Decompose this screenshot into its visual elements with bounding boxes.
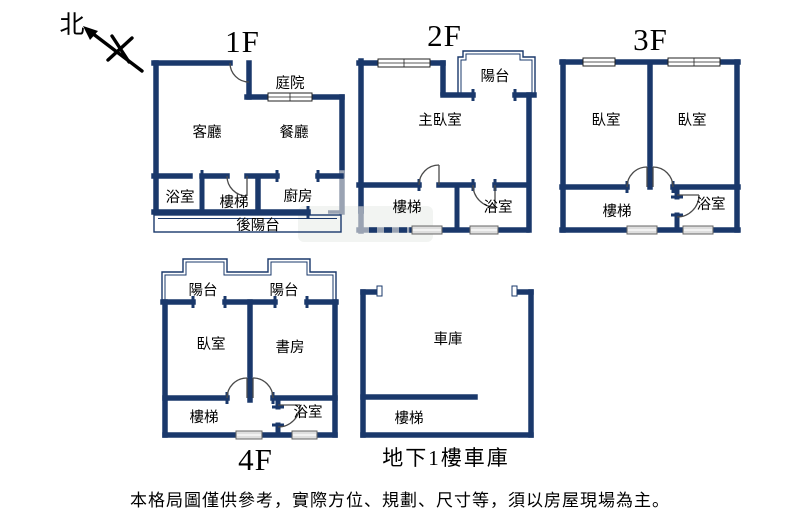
door-arc-bathroom-3f — [676, 194, 700, 218]
door-arc-stairs-1f — [226, 175, 248, 197]
window-icon-3f-bottom-right — [682, 225, 714, 235]
floor-plan-4f: 陽台 陽台 臥室 書房 樓梯 浴室 — [160, 258, 339, 440]
room-label-stairs-1f: 樓梯 — [220, 194, 249, 211]
door-arc-master-2f — [418, 164, 440, 186]
north-label: 北 — [59, 12, 84, 39]
gate-post-right — [511, 285, 518, 297]
room-label-balcony-left-4f: 陽台 — [189, 282, 218, 299]
room-label-stairs-b1: 樓梯 — [395, 410, 424, 427]
room-label-master-bedroom: 主臥室 — [418, 112, 462, 129]
rear-balcony-outline-1f — [153, 214, 342, 233]
window-icon-1f — [267, 92, 313, 102]
floor-title-2f: 2F — [427, 18, 462, 53]
walls-1f — [151, 60, 345, 218]
room-label-bedroom-4f: 臥室 — [197, 336, 226, 353]
floor-plan-3f: 臥室 臥室 樓梯 浴室 — [559, 57, 741, 235]
disclaimer-text: 本格局圖僅供參考，實際方位、規劃、尺寸等，須以房屋現場為主。 — [130, 491, 670, 510]
floor-title-1f: 1F — [225, 24, 260, 59]
watermark — [298, 206, 433, 242]
door-arc-bathroom-2f — [472, 184, 496, 208]
floor-title-b1: 地下1樓車庫 — [382, 446, 510, 470]
floor-plan-2f: 陽台 主臥室 樓梯 浴室 — [356, 50, 537, 235]
room-label-bathroom-4f: 浴室 — [294, 404, 323, 421]
door-arc-bedroom-4f — [226, 377, 248, 399]
window-icon-3f-top-left — [582, 57, 616, 67]
floor-plan-b1: 車庫 樓梯 — [360, 285, 534, 438]
window-icon-3f-bottom-left — [626, 225, 658, 235]
gate-post-left — [376, 285, 383, 297]
window-icon-2f-top — [377, 58, 431, 68]
room-label-garage: 車庫 — [434, 331, 463, 348]
floor-title-3f: 3F — [633, 22, 668, 57]
room-label-kitchen: 廚房 — [284, 187, 313, 205]
room-label-stairs-2f: 樓梯 — [393, 199, 422, 216]
room-label-balcony-2f: 陽台 — [481, 68, 510, 85]
room-label-courtyard: 庭院 — [276, 75, 305, 92]
door-arc-entrance-1f — [229, 62, 250, 83]
window-icon-2f-bottom-right — [469, 225, 499, 235]
walls-b1 — [360, 289, 534, 438]
room-label-bedroom-right-3f: 臥室 — [678, 112, 707, 129]
room-label-bathroom-1f: 浴室 — [166, 189, 195, 206]
room-label-bathroom-3f: 浴室 — [697, 196, 726, 213]
door-arc-bathroom-4f — [277, 404, 301, 428]
room-label-dining-room: 餐廳 — [280, 123, 309, 141]
room-label-stairs-3f: 樓梯 — [603, 203, 632, 220]
balcony-outline-2f — [457, 50, 536, 94]
room-label-bedroom-left-3f: 臥室 — [592, 112, 621, 129]
room-label-balcony-right-4f: 陽台 — [270, 282, 299, 299]
window-icon-2f-bottom-left — [411, 225, 443, 235]
floor-title-4f: 4F — [238, 442, 273, 477]
room-label-study: 書房 — [276, 339, 305, 356]
balcony-outline-4f — [161, 258, 337, 302]
door-arc-bedroom-right — [652, 166, 674, 188]
north-compass: 北 — [59, 12, 144, 73]
north-arrow-icon — [83, 26, 144, 73]
room-label-bathroom-2f: 浴室 — [484, 199, 513, 216]
room-label-stairs-4f: 樓梯 — [190, 409, 219, 426]
window-icon-4f-bottom-left — [235, 430, 263, 440]
window-icon-4f-bottom-right — [291, 430, 318, 440]
door-arc-bedroom-left — [626, 166, 648, 188]
door-arc-study-4f — [252, 377, 274, 399]
floor-plan-1f: 庭院 客廳 餐廳 浴室 樓梯 廚房 後陽台 — [151, 60, 345, 234]
window-icon-3f-top-right — [667, 57, 721, 67]
room-label-living-room: 客廳 — [193, 123, 222, 141]
room-label-rear-balcony: 後陽台 — [236, 217, 280, 234]
